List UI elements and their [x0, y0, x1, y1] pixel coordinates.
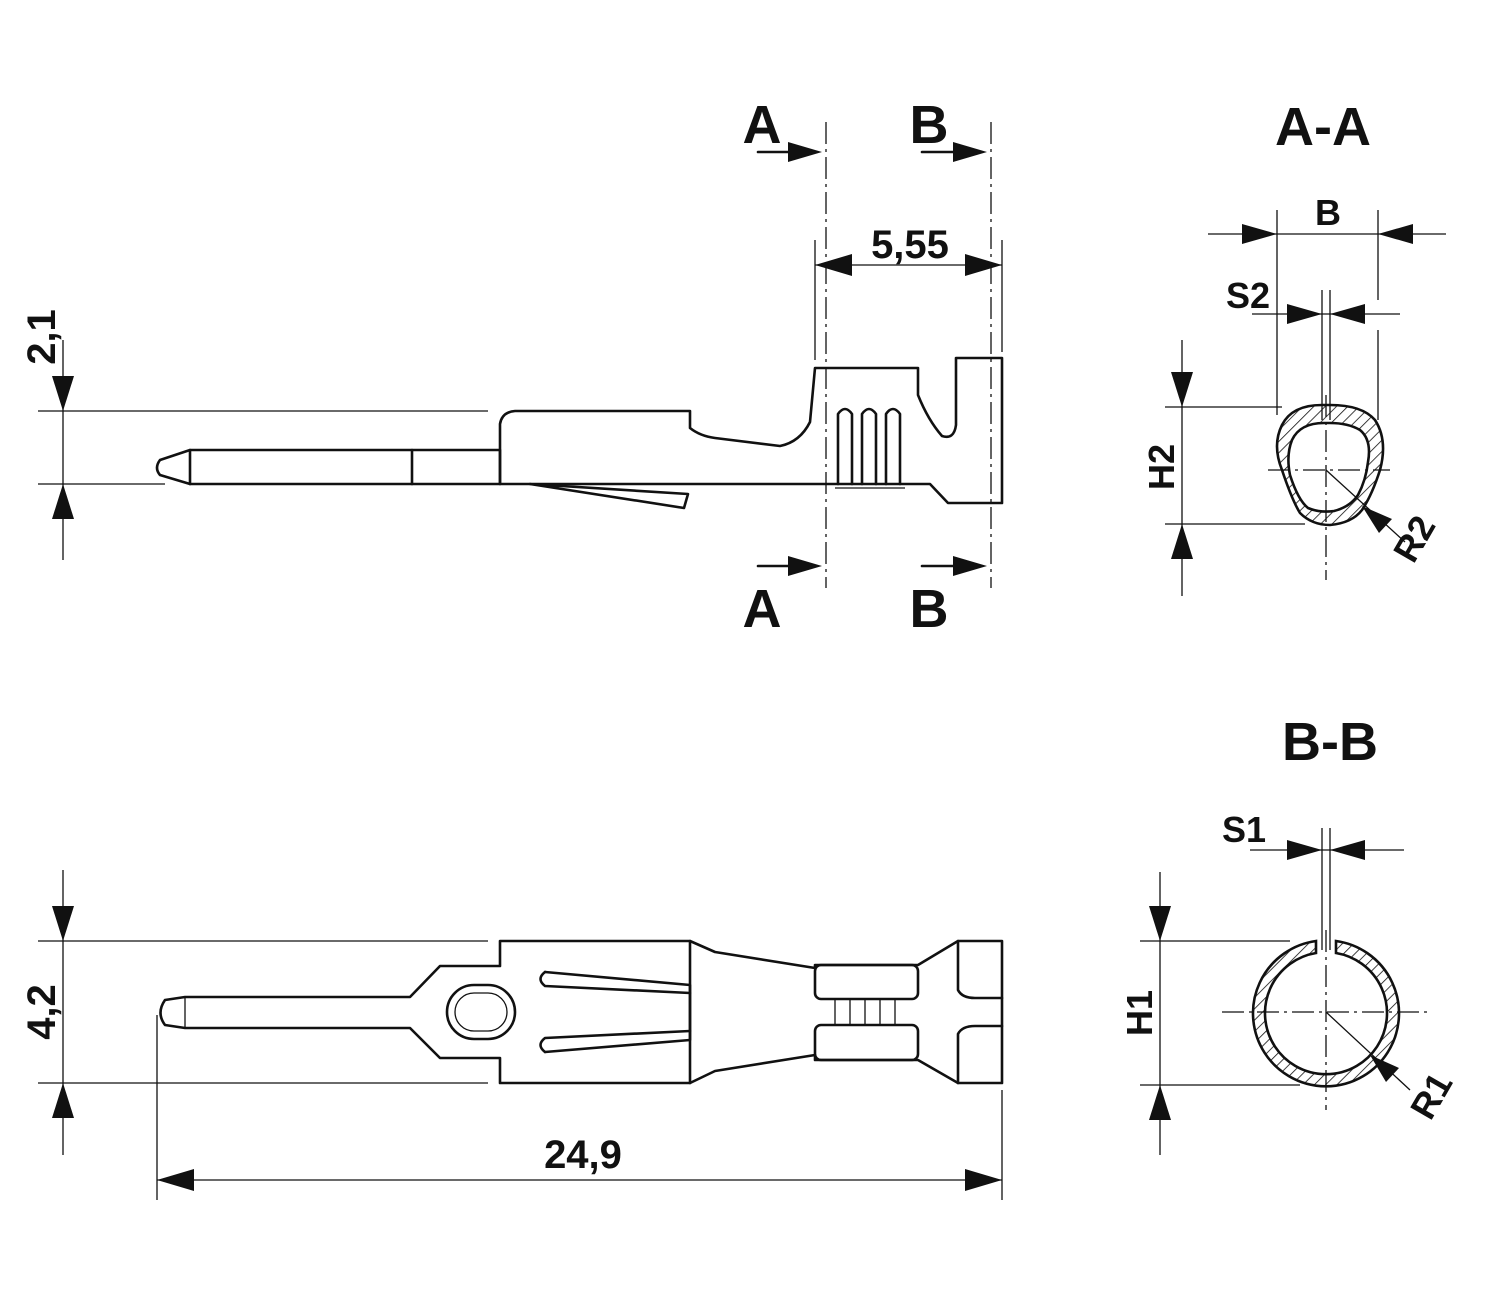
section-bb-radius-label: R1	[1402, 1066, 1461, 1126]
section-aa-thickness-label: S2	[1226, 275, 1270, 316]
section-bb-thickness-label: S1	[1222, 809, 1266, 850]
section-a-top-label: A	[743, 95, 782, 155]
section-aa-radius-label: R2	[1385, 509, 1444, 569]
section-bb	[1140, 828, 1428, 1155]
section-aa-width-label: B	[1315, 192, 1341, 233]
pin-height-dimension: 2,1	[20, 309, 64, 365]
overall-width-dimension: 4,2	[20, 984, 64, 1040]
section-a-bottom-label: A	[743, 579, 782, 639]
section-aa	[1165, 210, 1446, 596]
section-aa-title: A-A	[1275, 97, 1371, 157]
overall-length-dimension: 24,9	[544, 1133, 622, 1177]
section-bb-height-label: H1	[1119, 990, 1160, 1036]
section-bb-title: B-B	[1282, 712, 1378, 772]
section-aa-height-label: H2	[1141, 444, 1182, 490]
side-view	[38, 122, 1004, 588]
crimp-length-dimension: 5,55	[871, 223, 949, 267]
section-b-bottom-label: B	[910, 579, 949, 639]
top-view	[38, 870, 1004, 1200]
section-b-top-label: B	[910, 95, 949, 155]
